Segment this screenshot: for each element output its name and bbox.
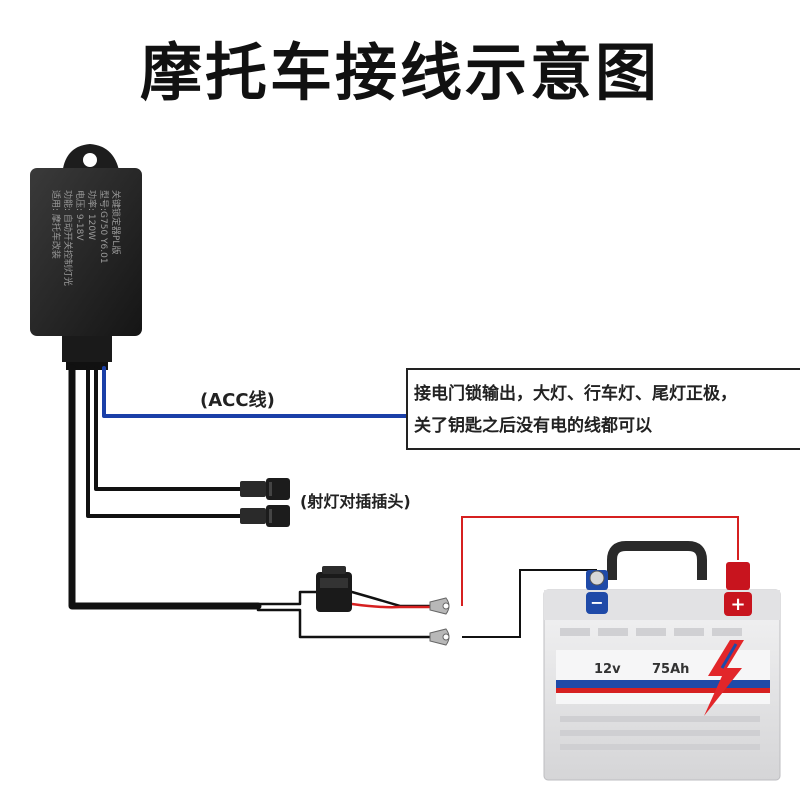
spotlight-wire-1 — [94, 366, 242, 491]
inline-fuse-holder — [316, 566, 352, 612]
minus-sign: − — [590, 593, 603, 612]
battery-handle — [607, 541, 707, 580]
controller-module: 关键锁定器PL版 型号:G750 Y6.01 功率: 120W 电压: 9-18… — [30, 144, 142, 370]
fuse-output-red-wire — [350, 602, 432, 609]
acc-wire-label: (ACC线) — [200, 390, 275, 411]
fuse-output-wire — [350, 590, 432, 608]
plus-sign: + — [730, 594, 745, 615]
instruction-line-1: 接电门锁输出，大灯、行车灯、尾灯正极， — [414, 384, 737, 404]
negative-terminal-cover — [586, 592, 608, 614]
lightning-bolt-icon — [704, 640, 744, 716]
battery-voltage: 12v — [594, 662, 621, 677]
svg-text:适用: 摩托车改装: 适用: 摩托车改装 — [50, 190, 62, 259]
acc-wire — [102, 366, 410, 418]
svg-text:功能: 自动开关控制灯光: 功能: 自动开关控制灯光 — [62, 190, 74, 286]
negative-lead-wire — [256, 608, 432, 639]
module-label-text: 关键锁定器PL版 型号:G750 Y6.01 功率: 120W 电压: 9-18… — [50, 190, 122, 286]
bolt-accent — [720, 643, 738, 669]
mounting-hole — [83, 153, 97, 167]
battery-red-stripe — [556, 688, 770, 693]
cable-gland — [62, 336, 112, 362]
spotlight-connector-1 — [240, 478, 290, 500]
spotlight-wire-2 — [86, 366, 242, 518]
svg-text:电压: 9-18V: 电压: 9-18V — [74, 190, 86, 241]
positive-guide-line — [461, 516, 739, 606]
cable-boot — [66, 362, 108, 370]
battery-label-panel — [556, 650, 770, 704]
spotlight-plug-label: (射灯对插插头) — [300, 492, 411, 511]
fuse-input-wire — [256, 590, 318, 606]
page-title: 摩托车接线示意图 — [139, 36, 660, 109]
main-power-cable — [68, 364, 262, 610]
battery-capacity: 75Ah — [652, 662, 689, 677]
spotlight-connector-2 — [240, 505, 290, 527]
acc-instruction-box: 接电门锁输出，大灯、行车灯、尾灯正极， 关了钥匙之后没有电的线都可以 — [406, 368, 800, 450]
svg-text:关键锁定器PL版: 关键锁定器PL版 — [110, 190, 122, 254]
battery: − − + 12v 75Ah — [543, 541, 781, 781]
positive-terminal-cover — [724, 592, 752, 616]
module-body — [30, 168, 142, 336]
battery-blue-stripe — [556, 680, 770, 688]
instruction-line-2: 关了钥匙之后没有电的线都可以 — [414, 416, 652, 436]
svg-text:型号:G750 Y6.01: 型号:G750 Y6.01 — [98, 190, 109, 264]
positive-terminal — [726, 562, 750, 590]
negative-ring-terminal — [429, 628, 450, 646]
svg-text:功率: 120W: 功率: 120W — [86, 190, 98, 240]
positive-ring-terminal — [429, 597, 450, 615]
